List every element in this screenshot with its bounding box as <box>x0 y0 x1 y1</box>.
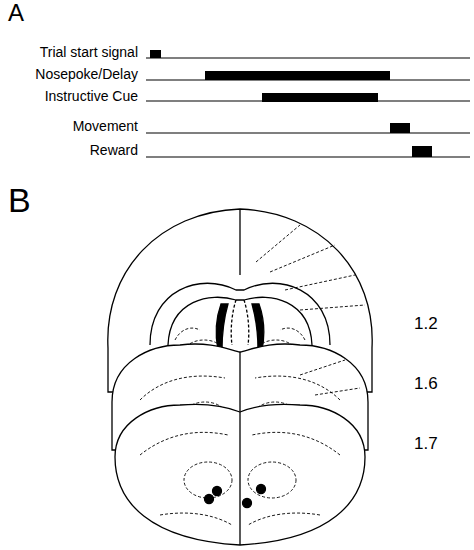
brain-section-bottom <box>115 404 365 545</box>
signal-name: Instructive Cue <box>45 89 138 103</box>
panel-letter: A <box>8 1 24 25</box>
signal-name: Nosepoke/Delay <box>35 67 138 81</box>
section-coordinate: 1.6 <box>414 375 438 392</box>
timing-bars <box>150 50 432 157</box>
section-coordinate: 1.7 <box>414 435 438 452</box>
panel-letter: B <box>8 183 31 217</box>
timing-lines <box>146 58 470 157</box>
signal-name: Trial start signal <box>40 45 138 59</box>
signal-name: Reward <box>90 143 138 157</box>
section-coordinate: 1.2 <box>414 315 438 332</box>
signal-name: Movement <box>73 119 138 133</box>
